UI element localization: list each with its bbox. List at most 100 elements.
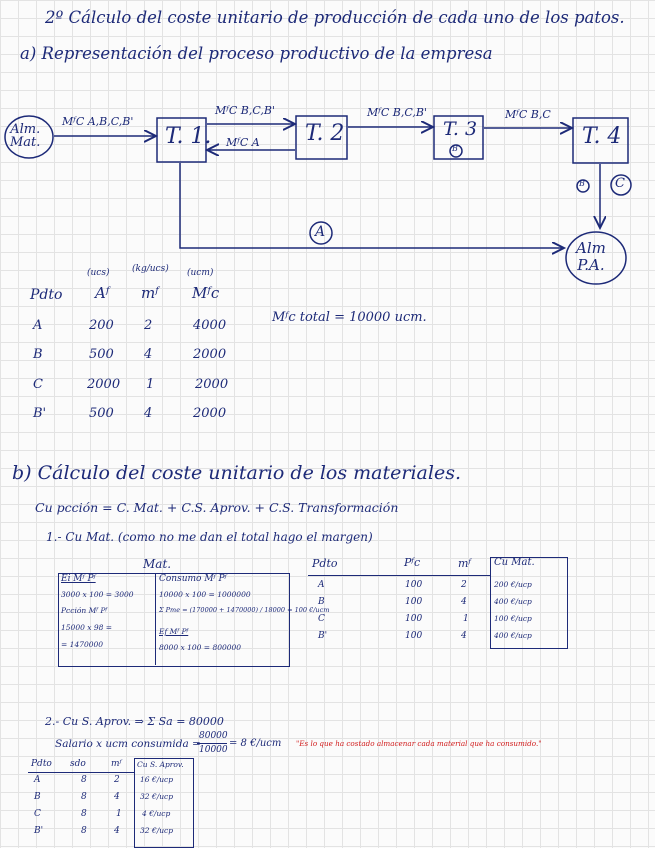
unit-mf: (kg/ucs): [132, 264, 169, 274]
cost-formula: Cu pcción = C. Mat. + C.S. Aprov. + C.S.…: [35, 500, 399, 515]
mat-header-pfc: Pᶠc: [404, 556, 421, 569]
mat-row-bp-cu: 400 €/ucp: [494, 631, 532, 640]
row-b-mfc: 2000: [193, 347, 227, 362]
step1-label: 1.- Cu Mat. (como no me dan el total hag…: [46, 530, 373, 544]
aprov-row-a-sdo: 8: [81, 775, 87, 785]
aprov-row-a-cu: 16 €/ucp: [140, 775, 174, 784]
unit-mfc: (ucm): [187, 268, 214, 278]
aprov-row-c-cu: 4 €/ucp: [142, 809, 171, 818]
mat-row-bp-pdto: B': [318, 631, 328, 641]
aprov-row-bp-sdo: 8: [81, 826, 87, 836]
row-c-af: 2000: [87, 377, 121, 392]
mat-row-b-pdto: B: [318, 597, 325, 607]
mat-label: Mat.: [143, 557, 172, 571]
row-a-af: 200: [89, 318, 114, 333]
arrow-label-t2-t3: MᶠC B,C,B': [367, 106, 427, 119]
arrow-label-t2-t1: MᶠC A: [226, 136, 260, 149]
consumo-line2: Σ Pme = (170000 + 1470000) / 18000 = 100…: [159, 606, 330, 614]
row-b-mf: 4: [144, 347, 153, 362]
aprov-header-mf: mᶠ: [111, 759, 122, 769]
mat-row-b-cu: 400 €/ucp: [494, 597, 532, 606]
aprov-row-b-mf: 4: [114, 792, 120, 802]
aprov-row-a-pdto: A: [34, 775, 41, 785]
arrow-label-t1-t2: MᶠC B,C,B': [215, 104, 275, 117]
t4-label: T. 4: [582, 124, 622, 149]
arrow-t1-almpa: [179, 163, 564, 248]
table-header-pdto: Pdto: [30, 287, 63, 303]
consumo-line4: 8000 x 100 = 800000: [159, 643, 242, 652]
total-mfc: Mᶠc total = 10000 ucm.: [272, 310, 427, 325]
alm-mat-label: Alm. Mat.: [10, 123, 40, 149]
aprov-row-b-sdo: 8: [81, 792, 87, 802]
mat-row-c-cu: 100 €/ucp: [494, 614, 532, 623]
t3-label: T. 3: [443, 118, 478, 140]
consumo-line1: 10000 x 100 = 1000000: [159, 590, 251, 599]
row-bp-mf: 4: [144, 406, 153, 421]
mat-box-divider: [155, 573, 156, 665]
row-b-pdto: B: [33, 347, 43, 362]
section-a-heading: a) Representación del proceso productivo…: [20, 44, 493, 63]
alm-pa-line2: P.A.: [577, 256, 605, 274]
row-c-mf: 1: [146, 377, 155, 392]
t3-mark: B: [452, 144, 458, 153]
circle-c-label: C: [615, 176, 625, 191]
row-b-af: 500: [89, 347, 114, 362]
aprov-row-a-mf: 2: [114, 775, 120, 785]
mat-header-cu: Cu Mat.: [494, 557, 535, 568]
t3-box: [433, 115, 484, 160]
aprov-row-bp-cu: 32 €/ucp: [140, 826, 174, 835]
arrow-label-alm-t1: MᶠC A,B,C,B': [62, 115, 134, 128]
aprov-row-bp-pdto: B': [34, 826, 44, 836]
mat-computation-box: [58, 573, 290, 667]
mat-row-bp-pfc: 100: [405, 631, 423, 641]
row-a-mf: 2: [144, 318, 153, 333]
row-a-mfc: 4000: [193, 318, 227, 333]
ei-line1: 3000 x 100 = 3000: [61, 590, 134, 599]
explanation-quote: "Es lo que ha costado almacenar cada mat…: [296, 739, 542, 748]
fraction-result: = 8 €/ucm: [229, 738, 282, 749]
alm-pa-line1: Alm: [576, 239, 606, 257]
circle-c: [610, 174, 632, 196]
row-bp-mfc: 2000: [193, 406, 227, 421]
ei-line2: Pcción Mᶠ Pᶠ: [61, 606, 108, 615]
row-bp-pdto: B': [33, 406, 47, 421]
row-c-mfc: 2000: [195, 377, 229, 392]
step2-salary-line: Salario x ucm consumida =: [55, 738, 201, 750]
aprov-row-bp-mf: 4: [114, 826, 120, 836]
t4-mark: B: [579, 179, 585, 188]
page-title: 2º Cálculo del coste unitario de producc…: [45, 8, 625, 27]
aprov-row-b-cu: 32 €/ucp: [140, 792, 174, 801]
fraction-denominator: 10000: [199, 745, 228, 755]
table-header-af: Aᶠ: [95, 284, 110, 302]
mat-table-rule: [308, 575, 490, 576]
mat-row-a-cu: 200 €/ucp: [494, 580, 532, 589]
aprov-row-c-pdto: C: [34, 809, 41, 819]
circle-a: [309, 221, 333, 245]
row-a-pdto: A: [33, 318, 43, 333]
row-c-pdto: C: [33, 377, 43, 392]
t2-box: [295, 115, 348, 160]
aprov-row-c-mf: 1: [116, 809, 122, 819]
mat-row-b-mf: 4: [461, 597, 467, 607]
t3-circle-mark: [449, 144, 463, 158]
aprov-header-pdto: Pdto: [31, 759, 52, 769]
mat-row-a-pdto: A: [318, 580, 325, 590]
aprov-row-b-pdto: B: [34, 792, 41, 802]
t1-label: T. 1.: [165, 124, 212, 149]
alm-mat-line2: Mat.: [10, 135, 41, 150]
t4-circle-mark: [576, 179, 590, 193]
aprov-header-cu: Cu S. Aprov.: [137, 760, 184, 769]
table-header-mf: mᶠ: [141, 284, 159, 302]
t4-box: [572, 117, 629, 164]
fraction-numerator: 80000: [199, 731, 228, 741]
unit-af: (ucs): [87, 268, 110, 278]
step2-label: 2.- Cu S. Aprov. ⇒ Σ Sa = 80000: [45, 715, 224, 728]
fraction-bar: [197, 743, 227, 744]
mat-row-a-pfc: 100: [405, 580, 423, 590]
mat-row-c-mf: 1: [463, 614, 469, 624]
consumo-line3: Ef Mᶠ Pᶠ: [159, 627, 189, 636]
alm-mat-node: [4, 115, 54, 159]
alm-mat-line1: Alm.: [10, 122, 41, 137]
cu-mat-box: [490, 557, 568, 649]
aprov-header-sdo: sdo: [70, 759, 86, 769]
